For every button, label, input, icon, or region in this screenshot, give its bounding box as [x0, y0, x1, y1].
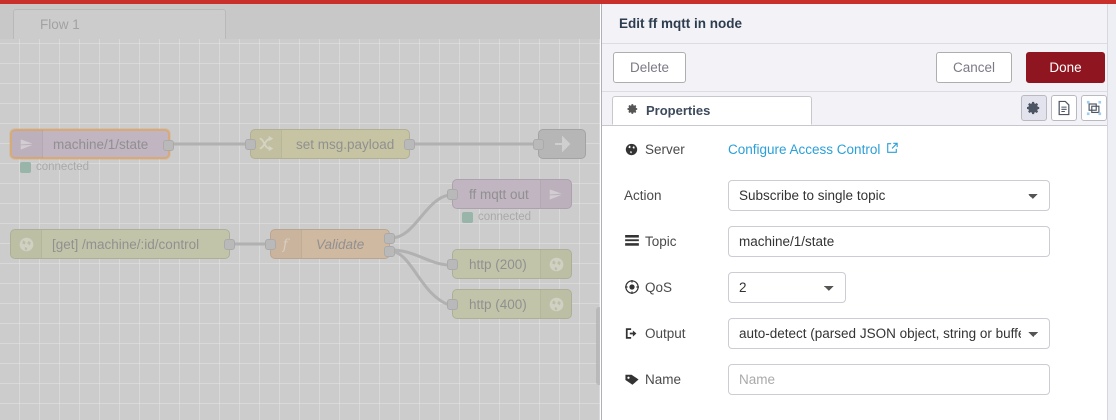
globe-icon	[540, 290, 571, 318]
appearance-icon-button[interactable]	[1081, 95, 1107, 121]
flow-tab-label: Flow 1	[40, 17, 80, 32]
output-label: Output	[624, 326, 728, 341]
globe-icon	[11, 230, 42, 258]
node-input-port[interactable]	[447, 259, 458, 270]
list-icon	[624, 235, 639, 247]
form-row-server: Server Configure Access Control	[602, 126, 1116, 172]
node-label: set msg.payload	[296, 136, 395, 152]
node-label: http (400)	[469, 296, 527, 312]
node-label: http (200)	[469, 256, 527, 272]
node-output-port-1[interactable]	[384, 233, 395, 244]
node-function[interactable]: f Validate	[265, 229, 395, 259]
flow-tab-bar: Flow 1	[0, 4, 600, 40]
sign-out-icon	[624, 327, 639, 340]
globe-icon	[624, 143, 639, 156]
flow-canvas[interactable]: machine/1/state connected set msg.payloa…	[0, 39, 600, 420]
node-output-port[interactable]	[163, 140, 174, 151]
svg-text:f: f	[282, 237, 291, 253]
form-row-qos: QoS 2	[602, 264, 1116, 310]
form-row-name: Name	[602, 356, 1116, 402]
node-output-port[interactable]	[404, 139, 415, 150]
node-label: ff mqtt out	[469, 186, 529, 202]
label-text: Server	[645, 141, 685, 157]
label-text: Output	[645, 325, 686, 341]
node-status-mqtt-in: connected	[20, 161, 89, 173]
qos-select[interactable]: 2	[728, 271, 846, 303]
node-mqtt-in[interactable]: machine/1/state	[10, 129, 174, 159]
dialog-tool-buttons	[1021, 95, 1107, 121]
action-label: Action	[624, 188, 728, 203]
topic-label: Topic	[624, 234, 728, 249]
server-label: Server	[624, 142, 728, 157]
mqtt-icon	[12, 130, 43, 158]
label-text: Topic	[645, 233, 677, 249]
node-input-port[interactable]	[447, 299, 458, 310]
node-http-in[interactable]: [get] /machine/:id/control	[10, 229, 235, 259]
dialog-right-edge	[1107, 4, 1116, 420]
qos-label: QoS	[624, 280, 728, 295]
node-input-port[interactable]	[245, 139, 256, 150]
document-icon-button[interactable]	[1051, 95, 1077, 121]
link-text: Configure Access Control	[728, 141, 881, 157]
delete-button[interactable]: Delete	[613, 52, 686, 83]
flow-tab-flow-1[interactable]: Flow 1	[13, 9, 226, 39]
tab-properties-label: Properties	[646, 103, 711, 118]
node-input-port[interactable]	[533, 139, 544, 150]
debug-icon	[547, 130, 577, 158]
tag-icon	[624, 373, 639, 386]
action-select[interactable]: Subscribe to single topic	[728, 179, 1050, 211]
node-debug[interactable]	[533, 129, 586, 159]
flow-workspace: Flow 1 machine/1/state	[0, 4, 600, 420]
gear-icon	[627, 103, 639, 118]
status-dot-icon	[462, 211, 473, 223]
globe-icon	[540, 250, 571, 278]
node-input-port[interactable]	[265, 239, 276, 250]
label-text: Action	[624, 187, 662, 203]
cancel-button[interactable]: Cancel	[936, 52, 1012, 83]
done-button[interactable]: Done	[1026, 52, 1105, 83]
label-text: Name	[645, 371, 682, 387]
dialog-title: Edit ff mqtt in node	[602, 4, 1116, 44]
node-status-mqtt-out: connected	[462, 211, 531, 223]
external-link-icon	[886, 142, 899, 157]
modal-dimmer-overlay	[0, 4, 600, 420]
label-text: QoS	[645, 279, 673, 295]
name-input[interactable]	[728, 363, 1050, 395]
tab-properties[interactable]: Properties	[612, 96, 812, 125]
node-label: machine/1/state	[53, 136, 149, 152]
node-input-port[interactable]	[447, 189, 458, 200]
dialog-tab-bar: Properties	[602, 92, 1116, 126]
configure-access-control-link[interactable]: Configure Access Control	[728, 141, 899, 157]
change-icon	[251, 130, 282, 158]
form-row-topic: Topic	[602, 218, 1116, 264]
node-label: [get] /machine/:id/control	[52, 236, 200, 252]
node-mqtt-out[interactable]: ff mqtt out	[447, 179, 572, 209]
name-label: Name	[624, 372, 728, 387]
top-accent-stripe	[0, 0, 1116, 4]
node-status-label: connected	[36, 161, 90, 173]
node-change[interactable]: set msg.payload	[245, 129, 415, 159]
function-icon: f	[271, 230, 302, 258]
node-output-port[interactable]	[224, 239, 235, 250]
form-row-output: Output auto-detect (parsed JSON object, …	[602, 310, 1116, 356]
properties-form: Server Configure Access Control Action S…	[602, 126, 1116, 420]
canvas-vertical-scrollbar[interactable]	[596, 307, 600, 385]
node-http-response-200[interactable]: http (200)	[447, 249, 572, 279]
gear-icon-button[interactable]	[1021, 95, 1047, 121]
form-row-action: Action Subscribe to single topic	[602, 172, 1116, 218]
bullseye-icon	[624, 280, 639, 294]
output-select[interactable]: auto-detect (parsed JSON object, string …	[728, 317, 1050, 349]
status-dot-icon	[20, 161, 31, 173]
edit-node-dialog: Edit ff mqtt in node Delete Cancel Done …	[601, 4, 1116, 420]
mqtt-icon	[540, 180, 571, 208]
node-http-response-400[interactable]: http (400)	[447, 289, 572, 319]
node-output-port-2[interactable]	[384, 246, 395, 257]
dialog-action-bar: Delete Cancel Done	[602, 44, 1116, 92]
node-status-label: connected	[478, 211, 532, 223]
node-label: Validate	[316, 236, 365, 252]
topic-input[interactable]	[728, 225, 1050, 257]
